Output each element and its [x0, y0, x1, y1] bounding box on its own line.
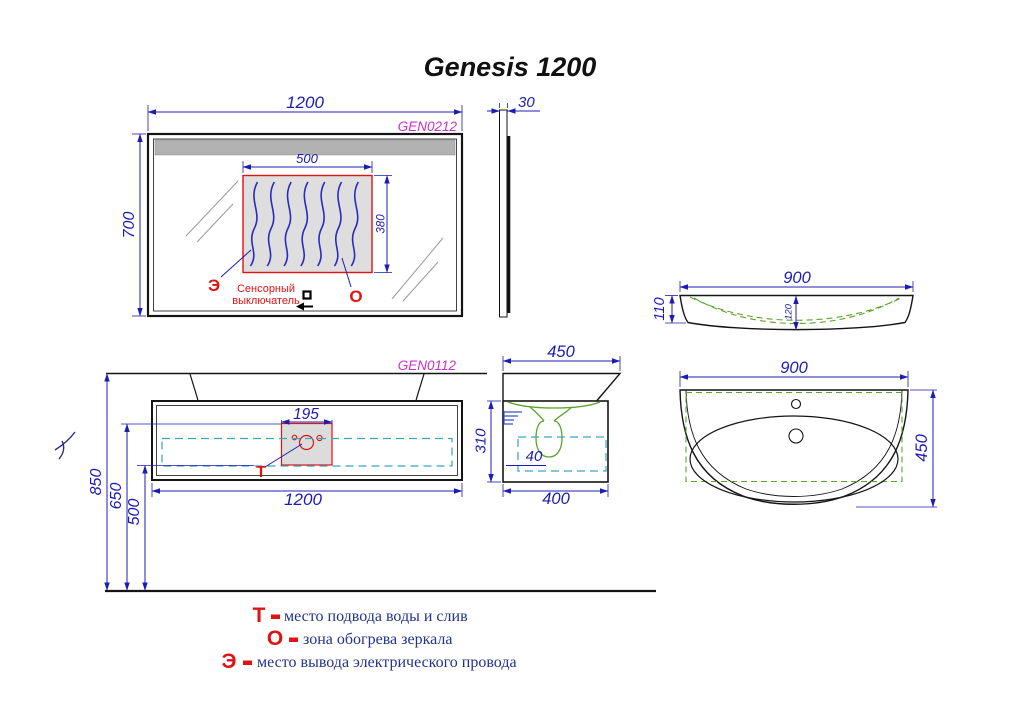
basin-footprint-dashed — [685, 391, 903, 483]
glass-hatch-line — [402, 261, 439, 302]
mirror-model-code: GEN0212 — [398, 119, 458, 134]
cabinet-front-view: GEN0112 Т 195 1200 — [106, 358, 487, 509]
plumbing-cutout-zone — [280, 422, 333, 466]
basin-front-outline — [679, 294, 914, 331]
cabinet-inner-frame — [156, 405, 458, 476]
legend-item-water: Т место подвода воды и слив — [253, 604, 468, 627]
legend-dash — [243, 660, 252, 665]
dim-basin-depth: 450 — [913, 433, 931, 461]
basin-front-view: 900 110 120 — [652, 269, 914, 331]
dim-mirror-thickness: 30 — [518, 94, 535, 111]
dim-total-height: 850 — [88, 469, 105, 496]
dim-basin-top-width: 900 — [780, 359, 808, 377]
legend: Т место подвода воды и слив О зона обогр… — [222, 604, 517, 673]
mirror-front-view: 1200 GEN0212 700 500 380 Э Сенсорный вык… — [121, 93, 464, 318]
mirror-outline — [146, 132, 464, 318]
dim-basin-width: 900 — [783, 269, 811, 287]
cabinet-outline — [151, 400, 463, 481]
dim-side-depth: 400 — [542, 490, 570, 508]
water-leader-line — [264, 443, 303, 468]
service-zone-dashed — [161, 437, 453, 467]
heated-zone — [242, 174, 373, 274]
glass-hatch-line — [196, 203, 234, 243]
cabinet-model-code: GEN0112 — [398, 358, 457, 373]
basin-top-inner-edge — [685, 389, 903, 497]
basin-top-view: 900 450 — [679, 359, 937, 508]
dim-mid-height: 650 — [108, 483, 125, 510]
dim-mirror-height: 700 — [121, 212, 138, 239]
legend-item-heat: О зона обогрева зеркала — [267, 627, 453, 650]
mirror-side-view: 30 — [487, 94, 540, 318]
marker-water: Т — [256, 464, 266, 481]
dim-cutout-width: 195 — [293, 406, 319, 423]
switch-label-line2: выключатель — [232, 295, 300, 307]
overflow-hole — [788, 428, 804, 444]
page-title: Genesis 1200 — [424, 52, 597, 82]
supply-hole-left — [291, 434, 298, 441]
legend-item-electric: Э место вывода электрического провода — [222, 650, 517, 673]
dim-offset: 40 — [526, 448, 543, 465]
legend-dash — [289, 637, 298, 642]
legend-marker-water: Т — [253, 604, 266, 627]
mirror-top-band — [154, 139, 456, 156]
heat-wave-lines — [249, 181, 360, 267]
mirror-inner-frame — [153, 138, 457, 312]
mounting-bracket-icon — [503, 411, 522, 425]
switch-arrow-head — [296, 302, 304, 311]
dim-bowl-depth: 120 — [784, 303, 795, 320]
legend-text-electric: место вывода электрического провода — [257, 654, 517, 671]
basin-side-profile — [502, 372, 622, 401]
bowl-ellipse — [689, 415, 899, 503]
dim-low-height: 500 — [126, 499, 143, 526]
legend-marker-heat: О — [267, 627, 283, 650]
glass-hatch-line — [391, 237, 444, 300]
legend-text-water: место подвода воды и слив — [284, 608, 468, 625]
mirror-side-outline — [499, 109, 508, 318]
marker-electric: Э — [208, 276, 220, 295]
basin-right-profile-curve — [415, 373, 425, 401]
touch-switch-icon — [302, 290, 312, 300]
electric-leader-line — [220, 249, 252, 278]
siphon-trap — [507, 401, 601, 458]
switch-label-line1: Сенсорный — [237, 283, 295, 295]
bowl-curve-inner — [693, 297, 900, 324]
annotation-squiggle — [54, 431, 76, 460]
mounting-dimensions: 850 650 500 — [54, 373, 656, 593]
faucet-hole — [790, 398, 802, 410]
legend-text-heat: зона обогрева зеркала — [303, 631, 452, 648]
basin-top-outline — [679, 389, 909, 505]
legend-dash — [271, 614, 280, 619]
heat-leader-line — [341, 257, 352, 288]
marker-heat: О — [349, 287, 362, 306]
dim-top-depth: 450 — [547, 343, 575, 361]
dim-mirror-width: 1200 — [286, 93, 324, 112]
cabinet-side-outline — [502, 400, 609, 483]
drain-hole — [298, 434, 315, 451]
legend-marker-electric: Э — [222, 650, 237, 673]
service-zone-side-dashed — [517, 436, 607, 472]
dim-basin-height: 110 — [652, 297, 668, 320]
dim-zone-width: 500 — [296, 151, 318, 166]
glass-hatch-line — [185, 180, 239, 237]
dim-zone-height: 380 — [376, 214, 388, 234]
basin-left-profile-curve — [189, 373, 199, 401]
cabinet-side-view: 450 310 400 40 — [473, 343, 622, 508]
dim-side-height: 310 — [473, 428, 490, 454]
dim-cabinet-width: 1200 — [284, 490, 322, 509]
